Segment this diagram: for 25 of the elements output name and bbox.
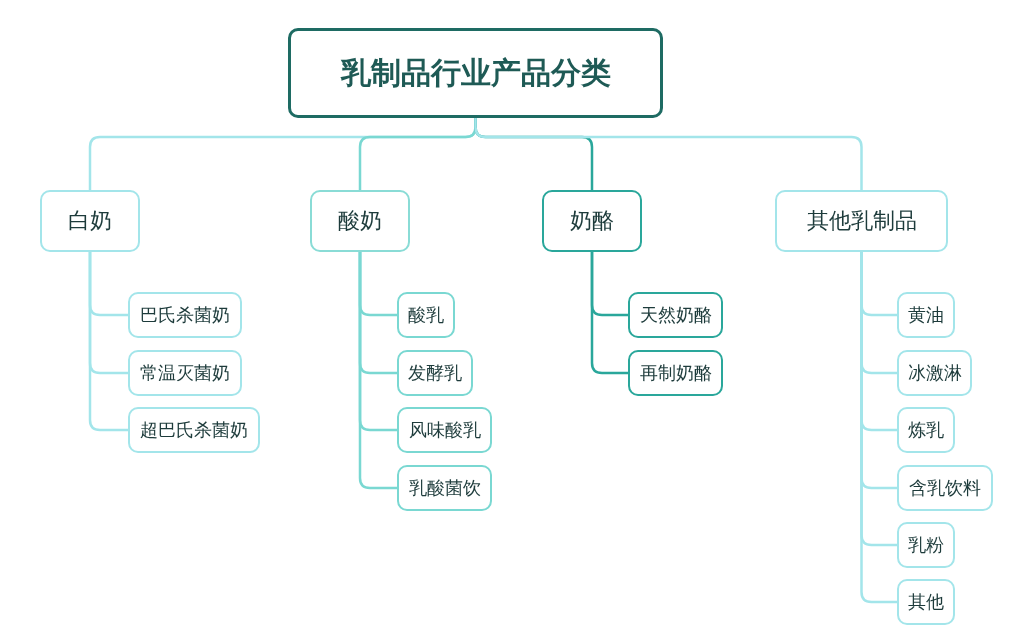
item-box: 乳粉 <box>897 522 955 568</box>
item-box: 冰激淋 <box>897 350 972 396</box>
item-box: 超巴氏杀菌奶 <box>128 407 260 453</box>
category-box: 酸奶 <box>310 190 410 252</box>
item-box: 酸乳 <box>397 292 455 338</box>
connector-line <box>860 252 897 604</box>
item-box: 常温灭菌奶 <box>128 350 242 396</box>
item-box: 再制奶酪 <box>628 350 723 396</box>
title-box: 乳制品行业产品分类 <box>288 28 663 118</box>
connector-line <box>88 252 128 432</box>
item-box: 炼乳 <box>897 407 955 453</box>
item-box: 含乳饮料 <box>897 465 993 511</box>
category-box: 奶酪 <box>542 190 642 252</box>
connector-line <box>590 252 628 375</box>
category-box: 其他乳制品 <box>775 190 948 252</box>
connector-line <box>358 252 397 490</box>
item-box: 发酵乳 <box>397 350 473 396</box>
category-box: 白奶 <box>40 190 140 252</box>
connector-line <box>474 118 863 190</box>
item-box: 风味酸乳 <box>397 407 492 453</box>
item-box: 天然奶酪 <box>628 292 723 338</box>
item-box: 巴氏杀菌奶 <box>128 292 242 338</box>
item-box: 黄油 <box>897 292 955 338</box>
item-box: 乳酸菌饮 <box>397 465 492 511</box>
item-box: 其他 <box>897 579 955 625</box>
